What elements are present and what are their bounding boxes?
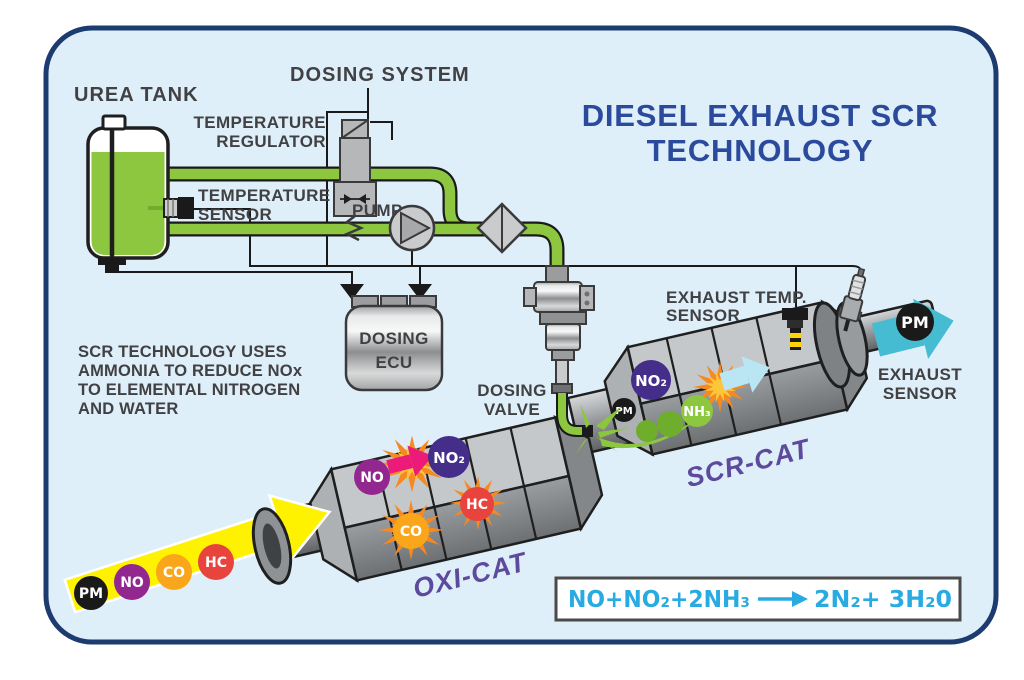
molecule-hc-oxicat [460, 487, 494, 521]
dosing-valve-label-line1: DOSING [477, 381, 546, 400]
description-line2: AMMONIA TO REDUCE NOx [78, 362, 303, 380]
equation-products: 2N₂+ 3H₂0 [814, 587, 952, 613]
molecule-pm-outlet [896, 303, 934, 341]
molecule-co-inlet [156, 554, 192, 590]
description-line3: TO ELEMENTAL NITROGEN [78, 381, 300, 399]
molecule-no-inlet-label: NO [120, 575, 144, 591]
pump [388, 204, 436, 252]
injector-nozzle [582, 425, 593, 437]
molecule-co-oxicat [393, 513, 429, 549]
molecule-hc-inlet-label: HC [205, 555, 227, 571]
temperature-regulator-label-line2: REGULATOR [216, 132, 326, 151]
molecule-pm-scrcat [612, 398, 636, 422]
molecule-pm-inlet [74, 576, 108, 610]
molecule-co-inlet-label: CO [163, 565, 185, 581]
molecule-no2-oxicat-label: NO₂ [433, 449, 465, 467]
filter [476, 202, 528, 254]
spray-droplet-2 [657, 411, 683, 437]
exhaust-temp-sensor-label-line1: EXHAUST TEMP. [666, 288, 807, 307]
molecule-hc-inlet [198, 544, 234, 580]
spray-burst [576, 404, 628, 454]
urea-tank [86, 114, 194, 273]
equation-reactants: NO+NO₂+2NH₃ [568, 587, 750, 613]
tank-temperature-sensor [163, 197, 194, 219]
molecule-no2-scrcat [631, 360, 671, 400]
urea-pipes [160, 166, 565, 280]
exhaust-sensor-label-line1: EXHAUST [878, 365, 962, 384]
dosing-valve [523, 265, 628, 454]
temperature-sensor-label-line1: TEMPERATURE [198, 186, 331, 205]
description-line4: AND WATER [78, 400, 179, 418]
dosing-ecu: DOSING ECU [344, 295, 444, 392]
ecu-wire-arrow-right [408, 284, 432, 300]
ecu-wire-arrow-left [340, 284, 364, 300]
scr-flow-arrow [719, 356, 770, 393]
description-line1: SCR TECHNOLOGY USES [78, 343, 287, 361]
pump-label: PUMP [352, 201, 403, 220]
exhaust-temp-sensor-label-line2: SENSOR [666, 306, 740, 325]
page-title-line2: TECHNOLOGY [647, 133, 874, 168]
equation-arrow-head [792, 591, 808, 607]
molecule-hc-oxicat-label: HC [466, 497, 488, 513]
molecule-co-oxicat-label: CO [400, 524, 422, 540]
oxidation-arrow [386, 445, 433, 477]
dosing-ecu-label-line1: DOSING [359, 329, 428, 348]
dosing-system-label: DOSING SYSTEM [290, 64, 470, 86]
dosing-valve-label-line2: VALVE [484, 400, 540, 419]
molecule-pm-scrcat-label: PM [615, 406, 632, 417]
description-block: SCR TECHNOLOGY USES AMMONIA TO REDUCE NO… [78, 343, 303, 418]
tank-cap [101, 114, 127, 131]
oxi-cat-reactions: NO NO₂ CO HC [354, 435, 507, 560]
equation-box: NO+NO₂+2NH₃ 2N₂+ 3H₂0 [554, 576, 962, 622]
urea-tank-label: UREA TANK [74, 84, 199, 106]
molecule-no2-scrcat-label: NO₂ [635, 372, 667, 390]
temperature-regulator-label-line1: TEMPERATURE [193, 113, 326, 132]
molecule-nh3-scrcat [681, 395, 713, 427]
molecule-no-oxicat-label: NO [360, 470, 384, 486]
inlet-molecules: PM NO CO HC [74, 544, 234, 610]
molecule-nh3-scrcat-label: NH₃ [683, 405, 710, 420]
molecule-no2-oxicat [428, 436, 470, 478]
spray-droplet-1 [636, 420, 658, 442]
outlet-flow: PM [871, 298, 954, 359]
exhaust-sensor-label-line2: SENSOR [883, 384, 957, 403]
scr-cat-reactions: NO₂ PM NH₃ [600, 356, 770, 449]
molecule-no-inlet [114, 564, 150, 600]
page-title-line1: DIESEL EXHAUST SCR [582, 98, 939, 133]
regulator-spring [344, 215, 365, 242]
urea-liquid [91, 152, 165, 255]
temperature-regulator [333, 119, 377, 242]
exhaust-sensor-probe [837, 267, 867, 332]
dosing-ecu-label-line2: ECU [375, 353, 412, 372]
molecule-pm-outlet-label: PM [901, 313, 929, 332]
temperature-sensor-label-line2: SENSOR [198, 205, 272, 224]
urea-spray-trail [600, 416, 700, 449]
molecule-no-oxicat [354, 459, 390, 495]
molecule-pm-inlet-label: PM [79, 586, 103, 602]
inlet-flange [251, 507, 293, 585]
exhaust-temp-sensor [782, 308, 808, 350]
